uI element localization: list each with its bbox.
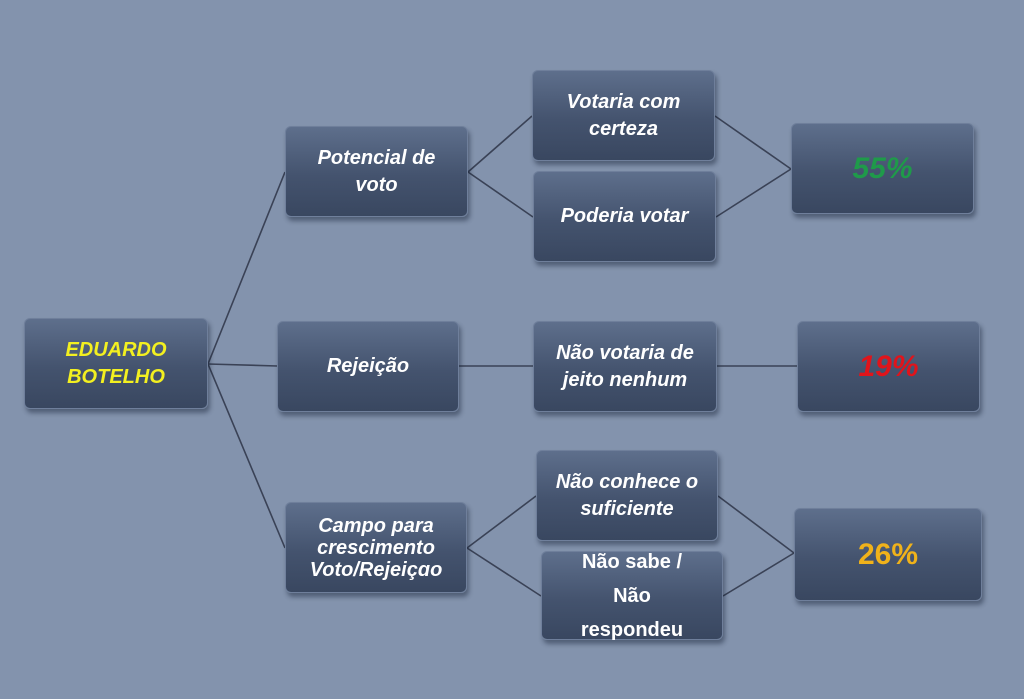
root-label: EDUARDO BOTELHO [65,338,167,388]
connector-campo-naosabe [466,547,542,597]
connector-naosabe-26 [722,552,795,597]
result-box-19: 19% [797,321,980,412]
option-nao-sabe-nao-respondeu: Não sabe / Não respondeu [541,551,723,641]
branch-label: Rejeição [326,355,410,377]
result-value: 55% [852,152,913,185]
option-poderia-votar: Poderia votar [533,171,716,262]
connector-root-potencial [207,171,286,365]
connector-poderia-55 [715,168,792,218]
result-box-26: 26% [794,508,982,601]
branch-potencial-de-voto: Potencial de voto [285,126,468,217]
option-label: Não votaria de jeito nenhum [556,341,694,391]
root-node: EDUARDO BOTELHO [24,318,208,409]
result-value: 19% [858,350,919,383]
branch-rejeicao: Rejeição [277,321,459,412]
branch-campo-para-crescimento: Campo para crescimento Voto/Rejeiçɑo [285,502,467,593]
option-nao-conhece-o-suficiente: Não conhece o suficiente [536,450,718,541]
connector-certeza-55 [714,115,792,170]
connector-conhece-26 [717,495,795,554]
result-box-55: 55% [791,123,974,214]
branch-label: Campo para crescimento Voto/Rejeiçɑo [309,514,443,581]
option-nao-votaria-de-jeito-nenhum: Não votaria de jeito nenhum [533,321,717,412]
option-label: Não conhece o suficiente [555,470,699,520]
option-label: Poderia votar [560,205,689,227]
connector-root-rejeicao [207,363,278,367]
branch-label: Potencial de voto [317,146,436,196]
option-label: Não sabe / Não respondeu [580,550,684,641]
result-value: 26% [857,538,919,571]
option-votaria-com-certeza: Votaria com certeza [532,70,715,161]
connector-root-campo [207,363,286,549]
connector-campo-conhece [466,495,537,549]
connector-potencial-poderia [467,171,534,218]
connector-potencial-certeza [467,115,533,173]
option-label: Votaria com certeza [566,90,681,140]
